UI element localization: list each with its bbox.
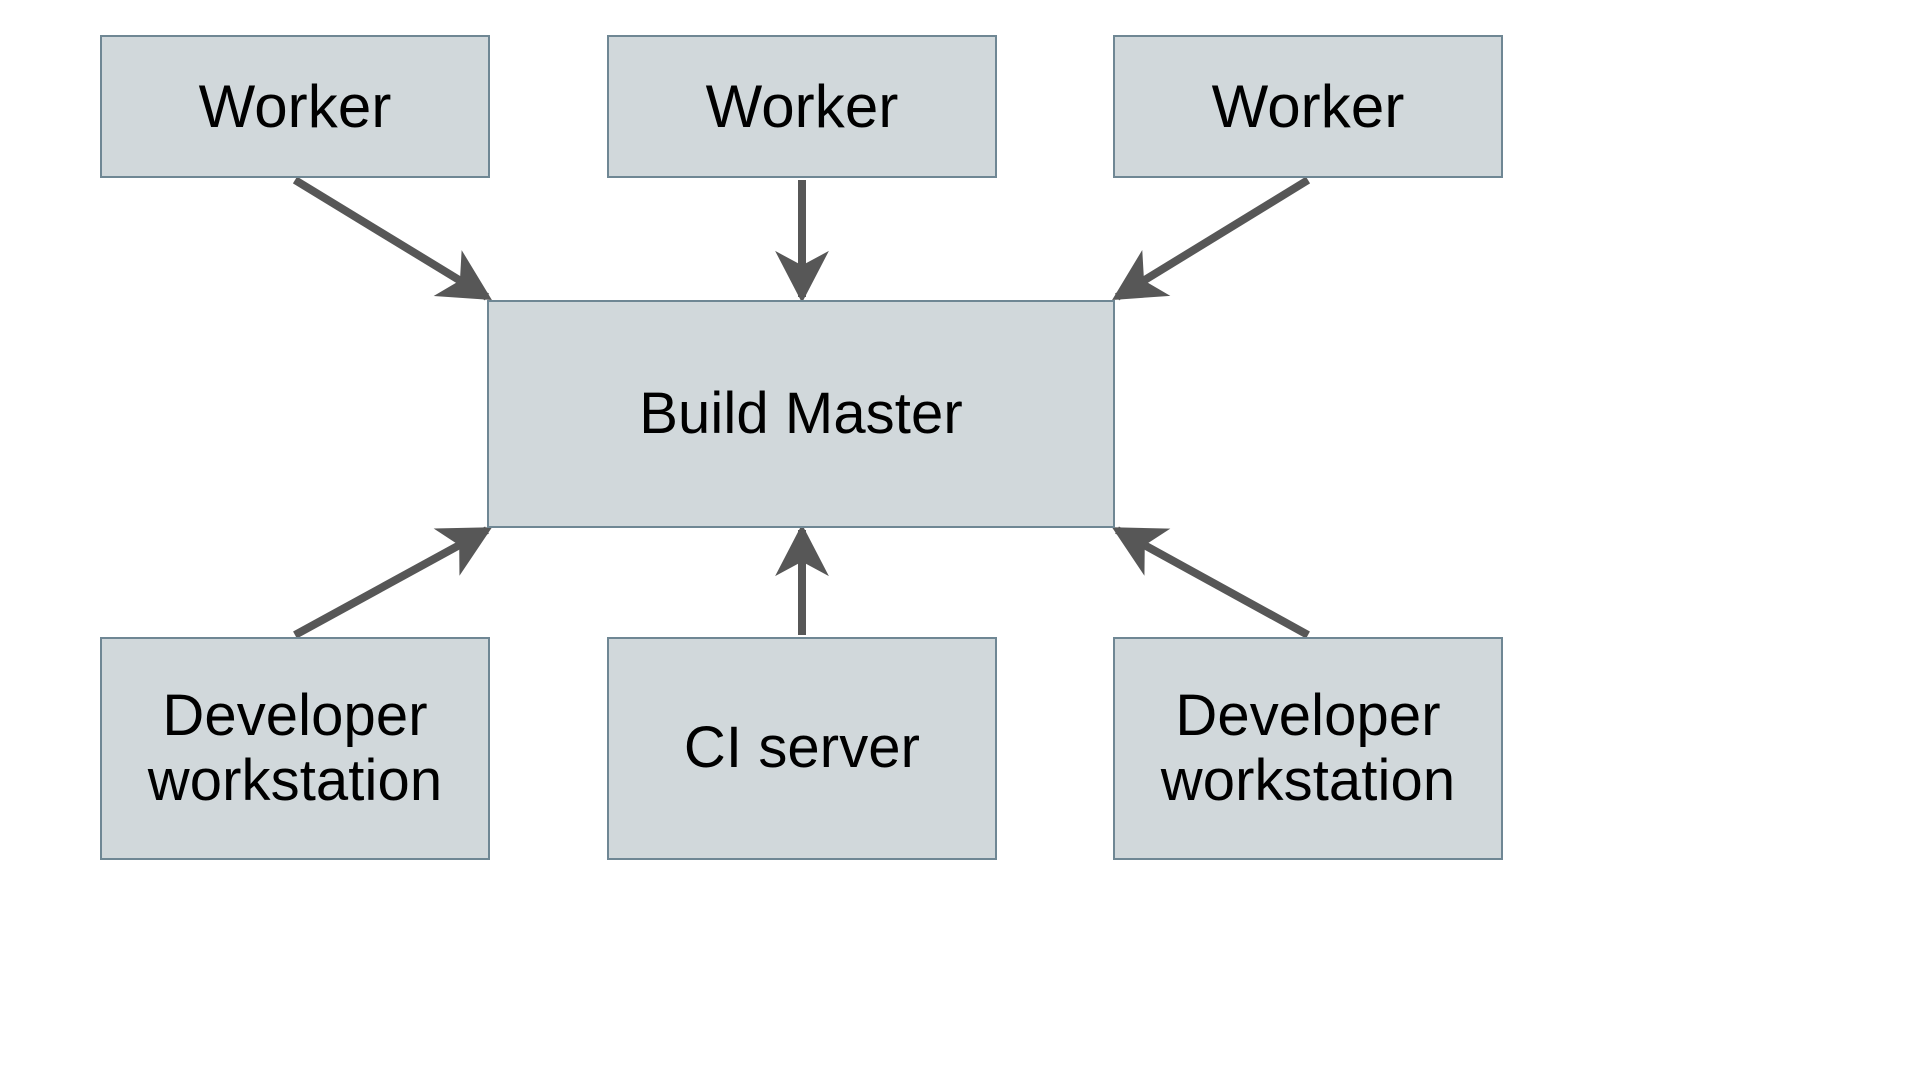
- node-worker-3-label: Worker: [1211, 72, 1405, 140]
- node-build-master[interactable]: Build Master: [487, 300, 1115, 528]
- node-ci-server-label: CI server: [683, 715, 921, 781]
- node-worker-1-label: Worker: [198, 72, 392, 140]
- node-worker-3[interactable]: Worker: [1113, 35, 1503, 178]
- node-ci-server[interactable]: CI server: [607, 637, 997, 860]
- node-worker-1[interactable]: Worker: [100, 35, 490, 178]
- node-worker-2[interactable]: Worker: [607, 35, 997, 178]
- node-worker-2-label: Worker: [705, 72, 899, 140]
- node-developer-workstation-right[interactable]: Developer workstation: [1113, 637, 1503, 860]
- edge-dev-ws-2-to-build-master: [1111, 526, 1310, 639]
- edge-dev-ws-1-to-build-master: [293, 526, 493, 639]
- node-build-master-label: Build Master: [639, 380, 963, 446]
- node-developer-workstation-left-label: Developer workstation: [147, 682, 443, 813]
- edge-worker-1-to-build-master: [292, 176, 492, 301]
- node-developer-workstation-left[interactable]: Developer workstation: [100, 637, 490, 860]
- node-developer-workstation-right-label: Developer workstation: [1160, 682, 1456, 813]
- edge-worker-3-to-build-master: [1112, 176, 1311, 301]
